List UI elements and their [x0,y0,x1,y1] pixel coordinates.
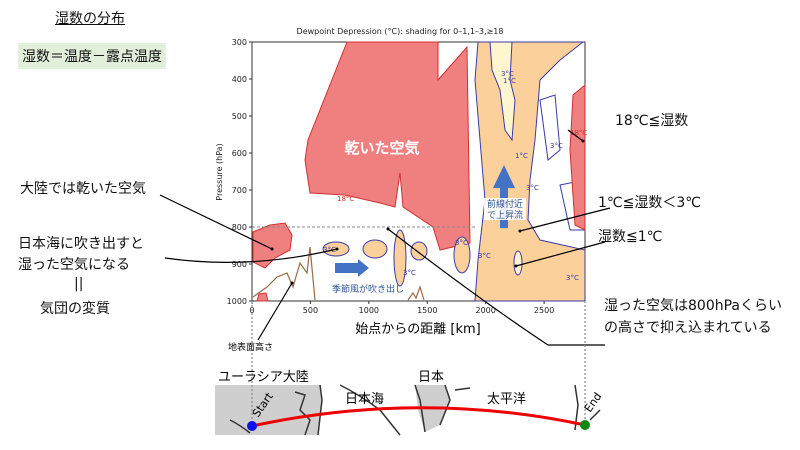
contour-label: 3°C [526,184,539,192]
map-coastlines [229,384,601,436]
y-tick-label: 900 [232,260,247,269]
map-label-eurasia: ユーラシア大陸 [218,369,309,385]
x-tick-label: 2500 [534,306,554,315]
map-label-japan: 日本 [418,370,444,385]
formula-box: 湿数＝温度－露点温度 [18,43,166,69]
x-axis-label: 始点からの距離 [km] [355,322,480,337]
contour-label: 3°C [478,252,491,260]
x-tick-label: 1500 [417,306,437,315]
route-map [215,384,601,436]
note-800hpa-2: の高さで抑え込まれている [604,320,772,336]
note-continent-dry: 大陸では乾いた空気 [20,181,146,197]
dry-region-continent [252,222,293,269]
plot-area: 乾いた空気 前線付近 で上昇流 季節風が吹き出し 18°C 3°C 1°C 3°… [215,27,587,337]
note-japan-sea-2: 湿った空気になる [18,257,130,273]
dry-region-small [256,292,269,302]
front-label: 前線付近 [487,198,523,210]
note-equals: || [74,276,84,292]
note-800hpa-1: 湿った空気は800hPaくらい [604,298,782,314]
end-point [580,420,590,430]
note-japan-sea-1: 日本海に吹き出すと [18,236,144,252]
y-tick-label: 800 [232,223,247,232]
map-label-pacific: 太平洋 [487,392,526,407]
saturated-region [489,41,516,142]
x-tick-label: 500 [303,306,318,315]
note-1-3: 1℃≦湿数＜3℃ [598,195,701,211]
terrain-line [252,246,425,301]
y-tick-label: 1000 [227,297,247,306]
y-tick-label: 700 [232,186,247,195]
moist-blob [453,236,471,274]
y-tick-label: 600 [232,149,247,158]
y-tick-label: 300 [232,38,247,47]
y-tick-label: 400 [232,75,247,84]
moist-blob [393,229,407,287]
wind-arrow-icon [335,259,369,277]
dry-air-label: 乾いた空気 [344,139,419,157]
map-land-eurasia [215,385,322,435]
dry-region-east [569,83,586,231]
moist-blob [362,239,388,259]
contour-label: 3°C [403,269,416,277]
updraft-label: で上昇流 [487,209,523,221]
contour-label: 18°C [337,195,354,203]
route-line [251,406,586,428]
leader-dots [270,139,585,285]
contour-label: 3°C [550,142,563,150]
start-point [247,421,257,431]
contour-label: 1°C [515,152,528,160]
contour-label: 3°C [566,274,579,282]
note-1: 湿数≦1℃ [598,229,663,245]
chart-title: Dewpoint Depression (°C): shading for 0–… [297,27,504,36]
map-label-japan-sea: 日本海 [345,392,384,407]
contour-label: 18°C [570,129,587,137]
note-air-mass: 気団の変質 [40,301,110,317]
monsoon-label: 季節風が吹き出し [332,283,404,295]
contour-label: 3°C [455,239,468,247]
updraft-arrow-icon [493,165,515,228]
dry-region [304,41,471,251]
surface-height-label: 地表面高さ [228,341,273,353]
contour-label: 1°C [503,77,516,85]
y-axis-label: Pressure (hPa) [215,143,224,200]
y-tick-label: 500 [232,112,247,121]
contour-label: 3°C [323,246,336,254]
saturated-region [513,250,523,276]
slide-title: 湿数の分布 [55,11,125,27]
leader-lines [159,129,611,420]
note-18: 18℃≦湿数 [615,113,689,129]
x-tick-label: 2000 [476,306,496,315]
x-tick-label: 1000 [359,306,379,315]
contour-label: 3°C [501,70,514,78]
